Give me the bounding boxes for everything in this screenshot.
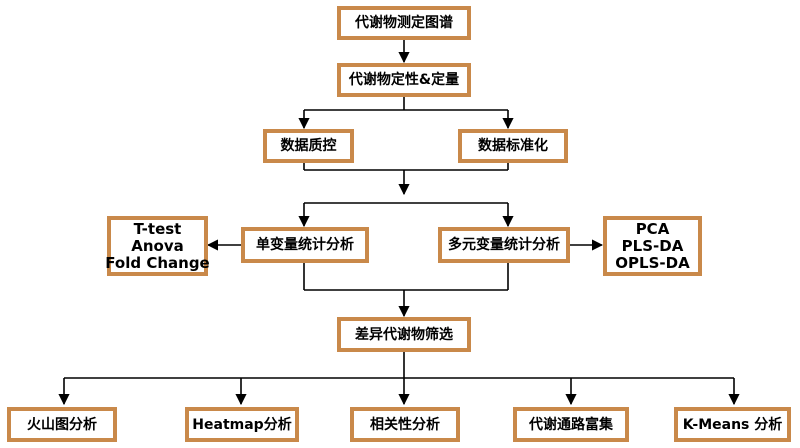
node-qc: 数据质控 (263, 129, 354, 163)
method-anova: Anova (131, 236, 184, 255)
node-univariate: 单变量统计分析 (241, 227, 369, 263)
node-output-kmeans: K-Means 分析 (674, 407, 791, 442)
method-pls-da: PLS-DA (621, 236, 684, 255)
method-opls-da: OPLS-DA (615, 253, 690, 272)
node-multivariate-methods: PCA PLS-DA OPLS-DA (603, 216, 702, 276)
node-output-volcano: 火山图分析 (7, 407, 117, 442)
node-normalization: 数据标准化 (458, 129, 568, 163)
node-output-heatmap: Heatmap分析 (185, 407, 299, 442)
node-qual-quant: 代谢物定性&定量 (337, 63, 471, 97)
method-ttest: T-test (133, 219, 182, 238)
method-pca: PCA (635, 219, 670, 238)
node-univariate-methods: T-test Anova Fold Change (105, 216, 210, 276)
node-spectra: 代谢物测定图谱 (337, 6, 471, 40)
node-output-pathway: 代谢通路富集 (513, 407, 629, 442)
node-output-correlation: 相关性分析 (350, 407, 460, 442)
method-fold-change: Fold Change (105, 253, 210, 272)
node-screening: 差异代谢物筛选 (337, 317, 471, 352)
node-multivariate: 多元变量统计分析 (438, 227, 570, 263)
